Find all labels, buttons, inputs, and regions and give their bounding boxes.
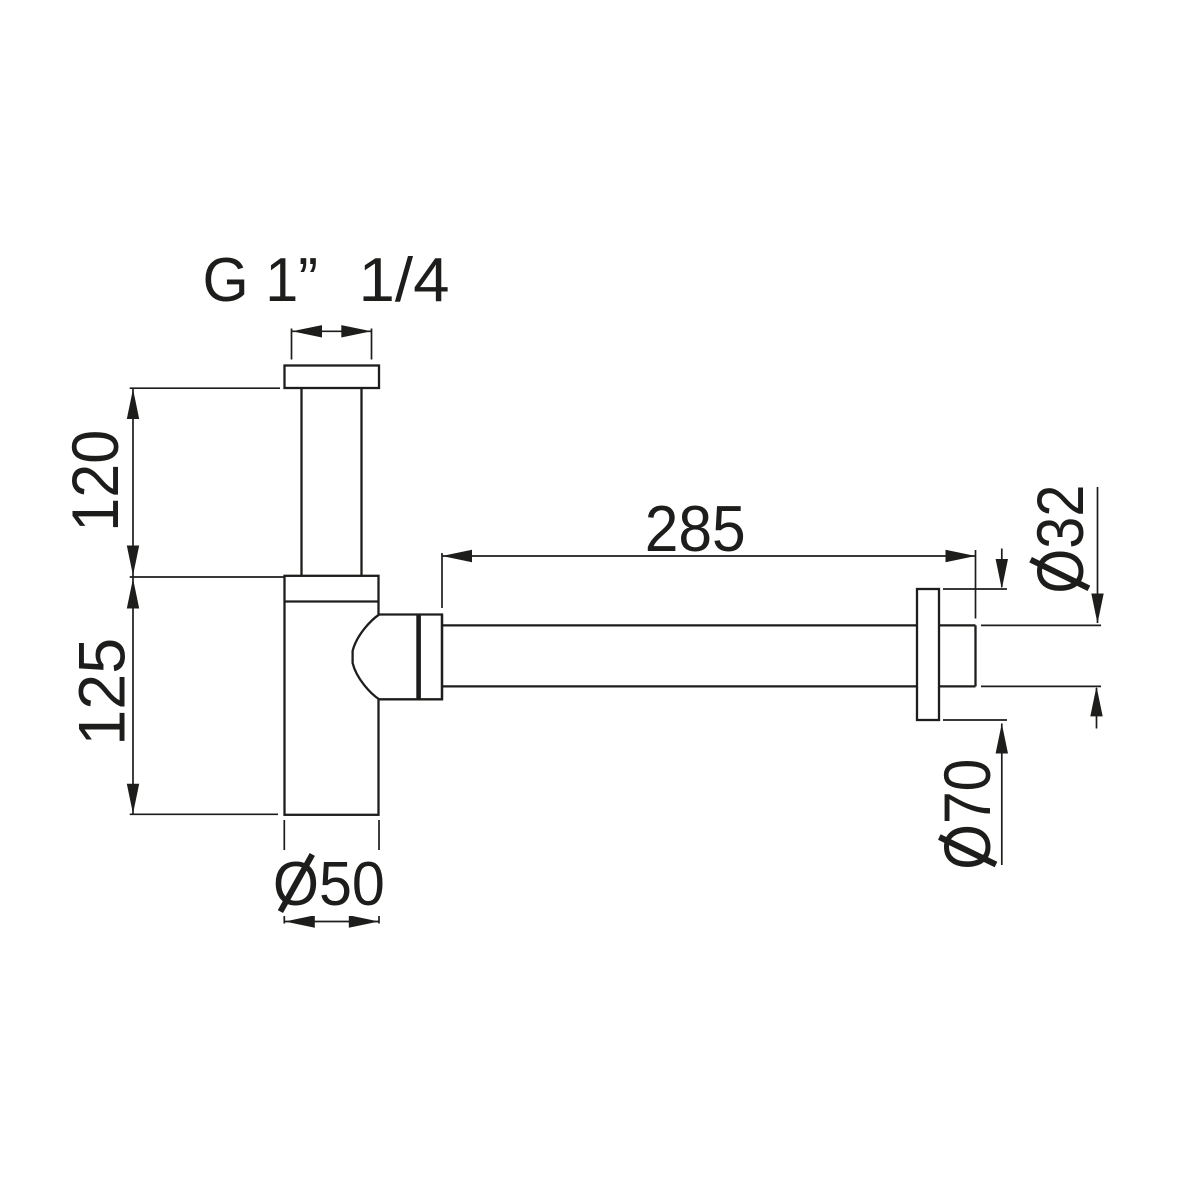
svg-text:120: 120 <box>59 430 132 532</box>
svg-text:O50: O50 <box>273 850 385 919</box>
svg-text:285: 285 <box>645 492 746 565</box>
svg-text:G 1”: G 1” <box>203 245 319 315</box>
svg-text:1/4: 1/4 <box>359 245 450 315</box>
svg-text:125: 125 <box>66 638 139 746</box>
